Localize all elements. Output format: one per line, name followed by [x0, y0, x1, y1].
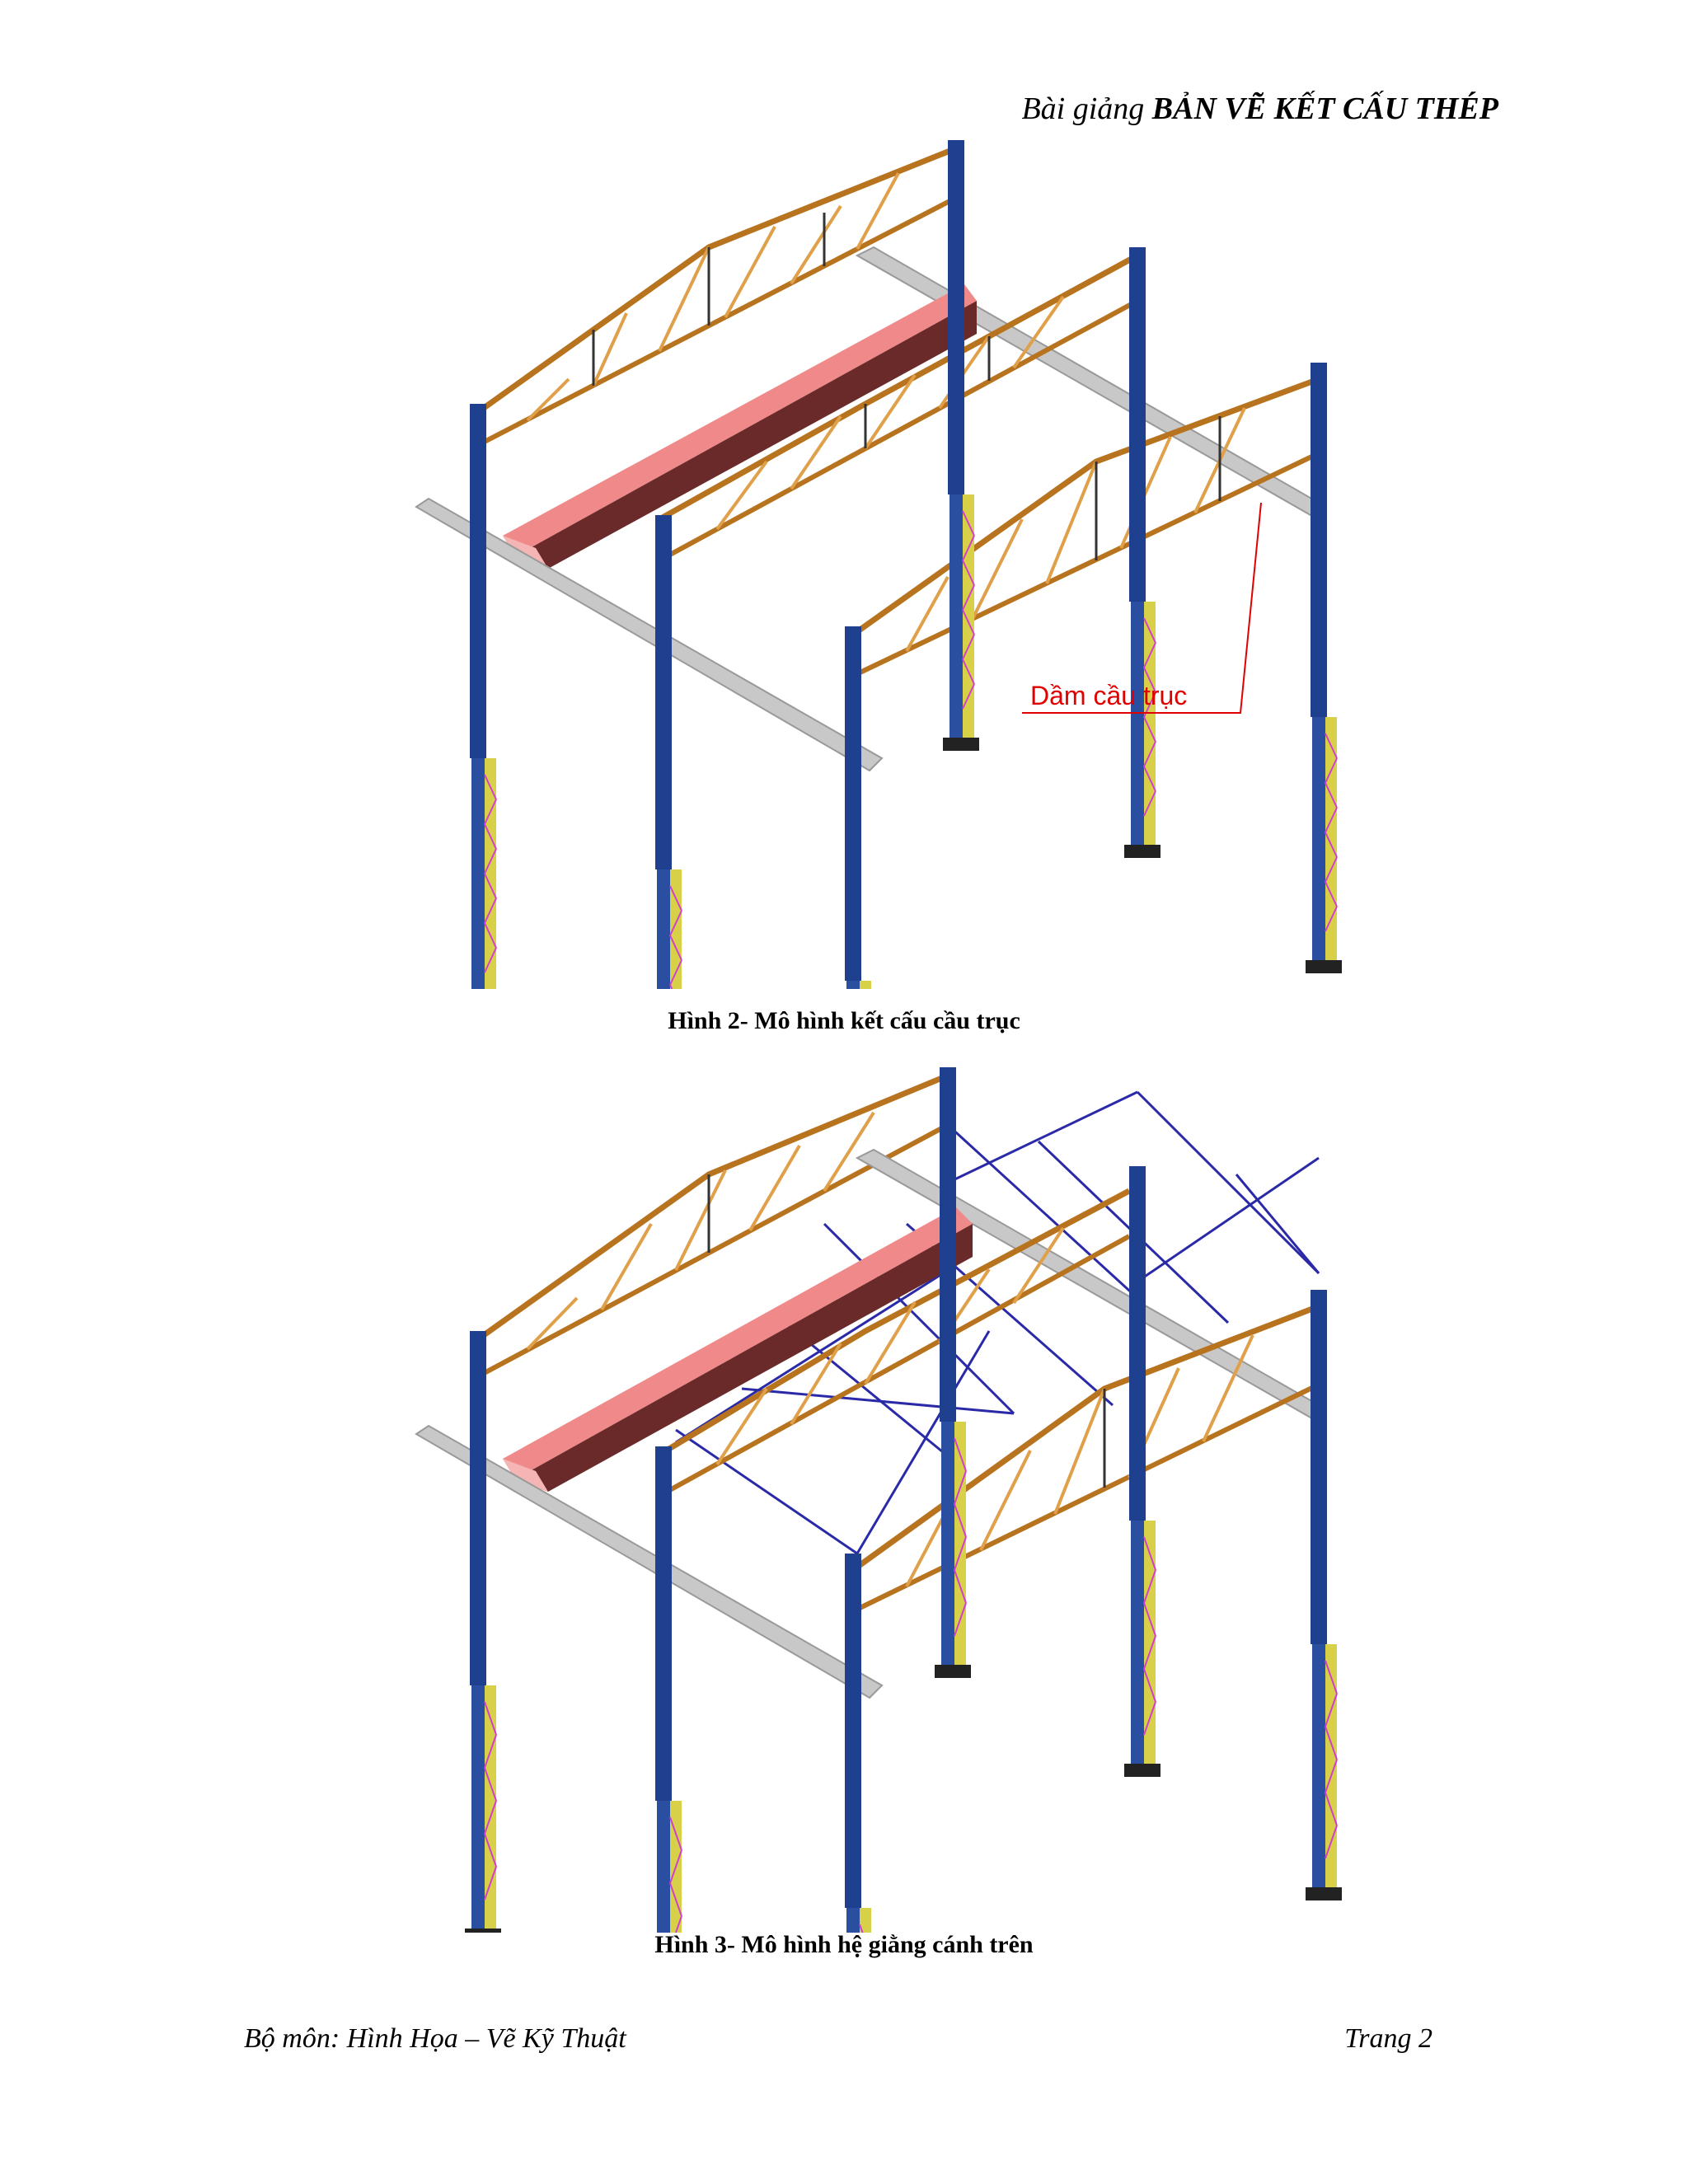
- column-middle-right: [1123, 1165, 1161, 1778]
- column-front-left: [839, 1553, 877, 1933]
- column-back-left: [464, 403, 502, 989]
- rail-front: [415, 497, 884, 772]
- figure-caption-3: Hình 3- Mô hình hệ giằng cánh trên: [654, 1931, 1034, 1958]
- truss-back: [476, 1072, 950, 1379]
- crane-beam-side: [515, 301, 977, 569]
- column-middle-right: [1123, 246, 1161, 859]
- truss-back: [476, 145, 958, 448]
- column-front-right: [1305, 362, 1343, 974]
- column-back-left: [464, 1330, 502, 1933]
- crane-beam-side: [515, 1224, 973, 1492]
- crane-structure-drawing: Dầm cầu trục: [415, 139, 1343, 989]
- column-back-right: [942, 139, 980, 752]
- page-header: Bài giảng BẢN VẼ KẾT CẤU THÉP: [1021, 91, 1498, 127]
- figure-upper-bracing: [0, 1059, 1688, 1933]
- annotation-leader: [1022, 502, 1262, 714]
- truss-middle: [658, 252, 1139, 563]
- crane-beam-top: [503, 1207, 973, 1479]
- column-middle-left: [649, 514, 687, 989]
- rail-back: [855, 246, 1320, 517]
- footer-department: Bộ môn: Hình Họa – Vẽ Kỹ Thuật: [244, 2023, 626, 2054]
- column-middle-left: [649, 1446, 687, 1933]
- crane-beam-top: [503, 284, 977, 556]
- upper-bracing-drawing: [415, 1066, 1343, 1933]
- figure-crane-structure: Dầm cầu trục: [0, 132, 1688, 989]
- figure-caption-2: Hình 2- Mô hình kết cấu cầu trục: [668, 1007, 1020, 1034]
- footer-page-number: Trang 2: [1344, 2023, 1432, 2054]
- column-front-left: [839, 626, 877, 989]
- header-title: BẢN VẼ KẾT CẤU THÉP: [1151, 91, 1498, 126]
- truss-front: [851, 1303, 1320, 1614]
- header-prefix: Bài giảng: [1021, 91, 1145, 126]
- upper-bracing: [675, 1090, 1320, 1555]
- rail-front: [415, 1424, 884, 1699]
- column-front-right: [1305, 1289, 1343, 1901]
- annotation-crane-beam: Dầm cầu trục: [1030, 681, 1187, 710]
